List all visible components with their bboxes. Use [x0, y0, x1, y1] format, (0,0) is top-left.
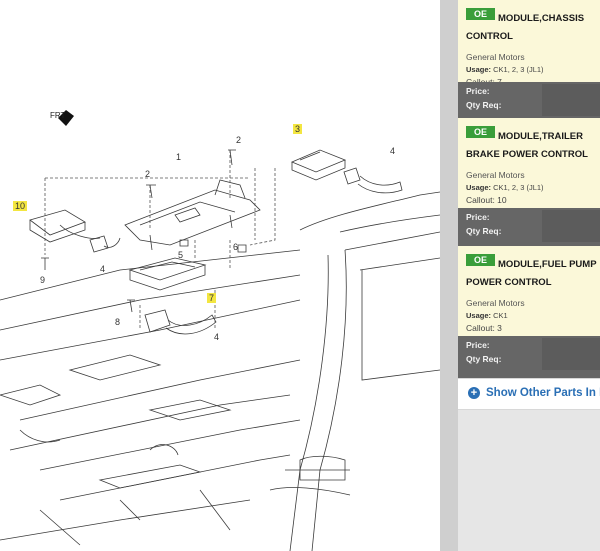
qty-input[interactable] — [542, 354, 600, 370]
callout-4-top[interactable]: 4 — [390, 146, 395, 156]
part-manufacturer: General Motors — [466, 52, 525, 62]
callout-6[interactable]: 6 — [233, 242, 238, 252]
callout-2-lower[interactable]: 2 — [145, 169, 150, 179]
qty-label: Qty Req: — [466, 100, 502, 110]
panel-divider — [440, 0, 458, 551]
price-label: Price: — [466, 340, 490, 350]
oe-badge: OE — [466, 126, 496, 138]
callout-highlight-10 — [13, 201, 27, 211]
qty-label: Qty Req: — [466, 354, 502, 364]
callout-8[interactable]: 8 — [115, 317, 120, 327]
callout-9[interactable]: 9 — [40, 275, 45, 285]
show-other-parts-link[interactable]: + Show Other Parts In Il — [458, 378, 600, 410]
callout-7[interactable]: 7 — [209, 293, 214, 303]
callout-4-left[interactable]: 4 — [100, 264, 105, 274]
oe-badge: OE — [466, 254, 496, 266]
price-value — [542, 210, 600, 226]
show-other-parts-label: Show Other Parts In Il — [486, 387, 600, 399]
price-label: Price: — [466, 86, 490, 96]
callout-1[interactable]: 1 — [176, 152, 181, 162]
part-manufacturer: General Motors — [466, 298, 525, 308]
qty-input[interactable] — [542, 100, 600, 116]
callout-3[interactable]: 3 — [295, 124, 300, 134]
svg-text:FRT: FRT — [50, 111, 66, 120]
part-callout: Callout: 3 — [466, 323, 502, 333]
part-name[interactable]: MODULE,FUEL PUMP POWER CONTROL — [466, 259, 597, 288]
qty-input[interactable] — [542, 226, 600, 242]
part-name[interactable]: MODULE,TRAILER BRAKE POWER CONTROL — [466, 131, 588, 160]
exploded-view-illustration: FRT 1 2 2 3 4 4 4 5 6 7 8 9 10 — [0, 110, 440, 551]
callout-5[interactable]: 5 — [178, 250, 183, 260]
oe-badge: OE — [466, 8, 496, 20]
callout-highlight-7 — [207, 293, 216, 303]
callout-2-upper[interactable]: 2 — [236, 135, 241, 145]
price-label: Price: — [466, 212, 490, 222]
callout-10[interactable]: 10 — [15, 201, 25, 211]
callout-highlight-3 — [293, 124, 302, 134]
part-manufacturer: General Motors — [466, 170, 525, 180]
part-usage: Usage: CK1, 2, 3 (JL1) — [466, 65, 544, 74]
plus-circle-icon: + — [468, 387, 480, 399]
price-box-fuel-pump: Price: Qty Req: — [458, 336, 600, 384]
part-usage: Usage: CK1 — [466, 311, 508, 320]
front-direction-indicator: FRT — [50, 110, 74, 126]
part-usage: Usage: CK1, 2, 3 (JL1) — [466, 183, 544, 192]
part-callout: Callout: 10 — [466, 195, 507, 205]
part-name[interactable]: MODULE,CHASSIS CONTROL — [466, 13, 585, 42]
parts-diagram: FRT 1 2 2 3 4 4 4 5 6 7 8 9 10 — [0, 110, 440, 551]
callout-4-bottom[interactable]: 4 — [214, 332, 219, 342]
price-value — [542, 84, 600, 100]
price-value — [542, 338, 600, 354]
qty-label: Qty Req: — [466, 226, 502, 236]
